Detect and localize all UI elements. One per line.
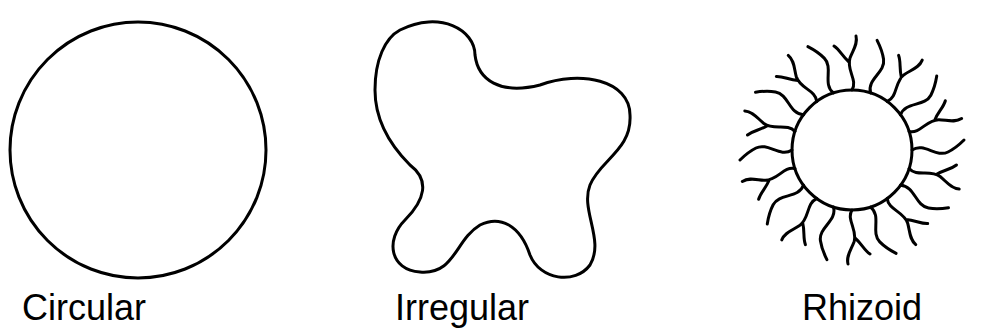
rhizoid-colony [738, 36, 966, 264]
shape-label: Circular [22, 288, 146, 328]
circular-colony [10, 22, 266, 278]
shape-label: Rhizoid [802, 288, 922, 328]
irregular-colony [375, 22, 630, 278]
shape-label: Irregular [395, 288, 529, 328]
